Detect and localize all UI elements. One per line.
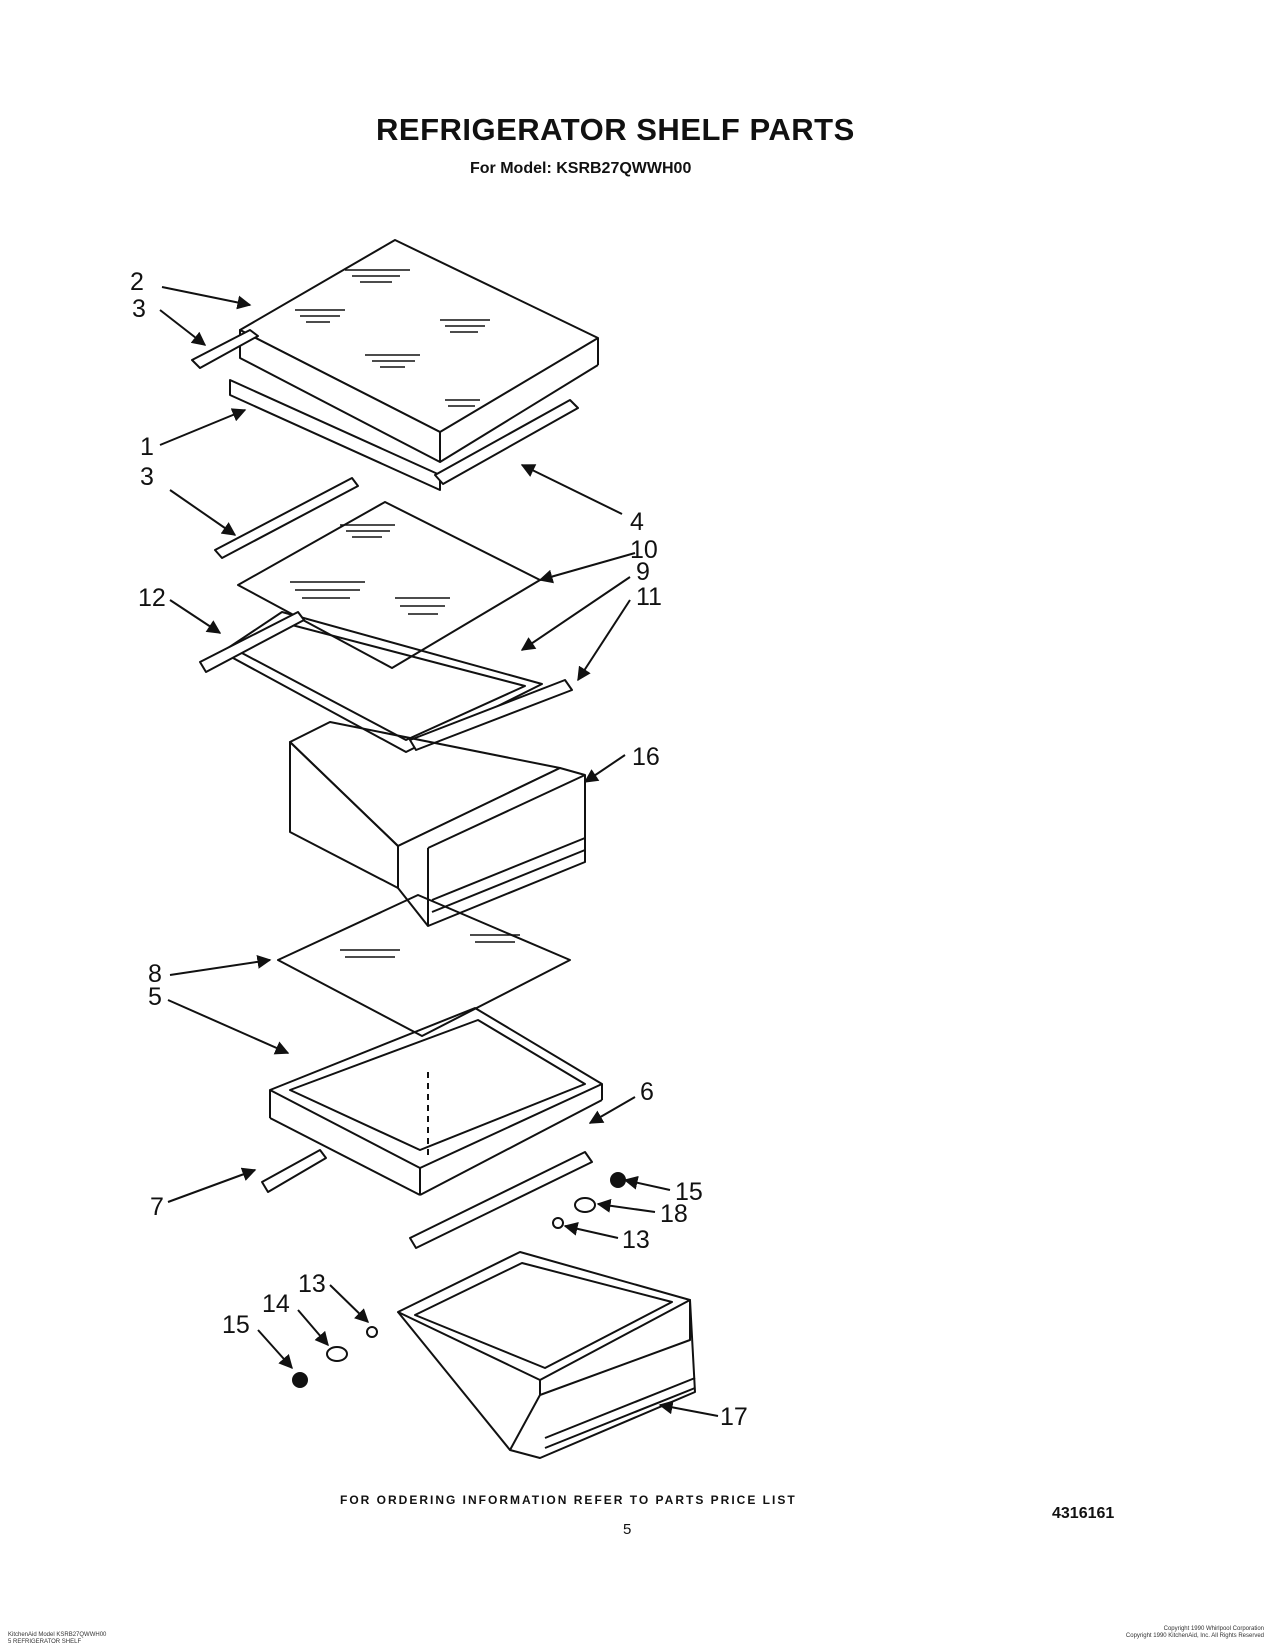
middle-shelf-left-trim	[199, 611, 305, 673]
crisper-cover-front-trim	[261, 1149, 327, 1193]
crisper-cover-glass	[277, 894, 571, 1037]
callout-18: 18	[660, 1200, 688, 1228]
callout-5: 5	[148, 983, 162, 1011]
callout-11: 11	[636, 583, 662, 611]
fine-print-right-line: Copyright 1990 Whirlpool Corporation	[1163, 1626, 1264, 1632]
callout-14: 14	[262, 1290, 290, 1318]
middle-shelf-right-trim	[409, 679, 573, 751]
top-shelf-frame	[229, 379, 441, 491]
callout-13-right: 13	[622, 1226, 650, 1254]
middle-shelf-rear-trim	[214, 477, 359, 559]
upper-crisper-drawer	[289, 721, 586, 927]
callout-12: 12	[138, 584, 166, 612]
ordering-note: FOR ORDERING INFORMATION REFER TO PARTS …	[340, 1493, 797, 1507]
callout-3: 3	[132, 295, 146, 323]
page-title: REFRIGERATOR SHELF PARTS	[376, 112, 855, 147]
crisper-cover-rear-trim	[409, 1151, 593, 1249]
callout-15-left: 15	[222, 1311, 250, 1339]
callout-leaders	[159, 286, 719, 1417]
fine-print-right-line: Copyright 1990 KitchenAid, Inc. All Righ…	[1125, 1633, 1264, 1639]
callout-10: 10	[630, 536, 658, 564]
bottom-drawer-hardware-right	[552, 1172, 626, 1229]
callout-9: 9	[636, 558, 650, 586]
callout-13-left: 13	[298, 1270, 326, 1298]
model-subtitle: For Model: KSRB27QWWH00	[470, 160, 692, 177]
top-shelf-front-trim	[434, 399, 579, 485]
lower-crisper-drawer	[397, 1251, 696, 1459]
callout-6: 6	[640, 1078, 654, 1106]
callout-4: 4	[630, 508, 644, 536]
callout-16: 16	[632, 743, 660, 771]
top-shelf-rear-trim	[191, 329, 259, 369]
top-shelf-glass	[239, 239, 599, 463]
fine-print-right: Copyright 1990 Whirlpool Corporation Cop…	[1006, 1626, 1264, 1640]
callout-1: 1	[140, 433, 154, 461]
document-number: 4316161	[1052, 1505, 1115, 1522]
crisper-cover-frame	[269, 1007, 603, 1196]
middle-shelf-glass	[237, 501, 541, 669]
bottom-drawer-hardware-left	[292, 1326, 378, 1388]
callout-17: 17	[720, 1403, 748, 1431]
fine-print-left: KitchenAid Model KSRB27QWWH00 5 REFRIGER…	[8, 1632, 106, 1646]
fine-print-left-line: 5 REFRIGERATOR SHELF	[8, 1639, 82, 1645]
callout-7: 7	[150, 1193, 164, 1221]
fine-print-left-line: KitchenAid Model KSRB27QWWH00	[8, 1632, 107, 1638]
callout-numbers: 1 2 3 3 4 5 6 7 8 9 10 11 12 13 13 14 15…	[130, 268, 748, 1431]
callout-15-right: 15	[675, 1178, 703, 1206]
page-number: 5	[623, 1521, 632, 1538]
callout-2: 2	[130, 268, 144, 296]
callout-3-lower: 3	[140, 463, 154, 491]
callout-8: 8	[148, 960, 162, 988]
